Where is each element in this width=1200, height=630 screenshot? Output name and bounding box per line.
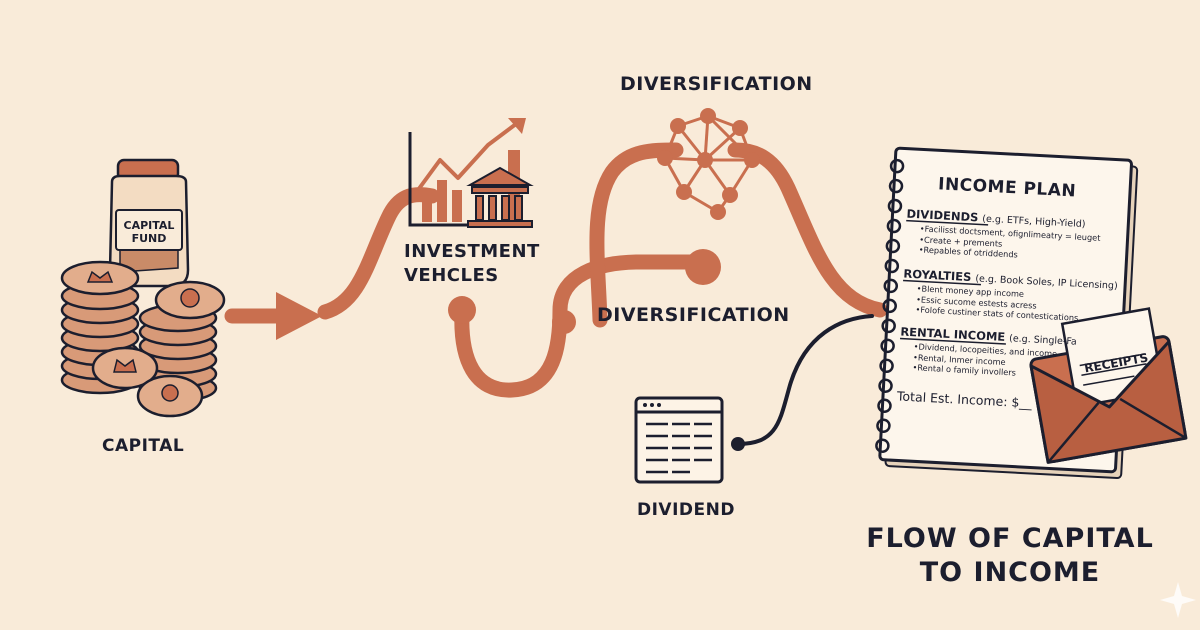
jar-label: CAPITAL FUND	[123, 219, 175, 245]
coin-stack-icon	[60, 260, 226, 418]
notebook-title: INCOME PLAN	[937, 174, 1077, 202]
section-heading: ROYALTIES	[903, 266, 972, 285]
notebook-section-royalties: ROYALTIES (e.g. Book Soles, IP Licensing…	[901, 266, 1118, 326]
capital-label: CAPITAL	[102, 436, 185, 456]
flow-path	[224, 142, 888, 398]
jar-icon	[108, 158, 190, 288]
notebook-section-dividends: DIVIDENDS (e.g. ETFs, High-Yield) Facili…	[904, 207, 1120, 266]
dividend-connector	[736, 314, 874, 446]
diversification-label-mid: DIVERSIFICATION	[597, 304, 790, 326]
path-node	[552, 310, 576, 334]
section-subheading: (e.g. Single-Fa	[1008, 333, 1078, 348]
sparkle-icon	[1160, 582, 1196, 618]
total-income-line: Total Est. Income: $__	[896, 388, 1033, 411]
bank-icon	[466, 166, 534, 228]
diagram-title: FLOW OF CAPITAL TO INCOME	[866, 523, 1154, 588]
diversification-label-top: DIVERSIFICATION	[620, 73, 813, 95]
arrow-head-icon	[276, 292, 322, 340]
income-plan-notebook: INCOME PLAN DIVIDENDS (e.g. ETFs, High-Y…	[880, 148, 1132, 472]
path-node	[448, 296, 476, 324]
network-icon	[657, 108, 760, 220]
dividend-label: DIVIDEND	[637, 500, 735, 520]
investment-vehicles-label: INVESTMENT VEHCLES	[404, 241, 540, 286]
connector-node	[731, 437, 745, 451]
path-node	[685, 249, 721, 285]
spreadsheet-icon	[634, 396, 724, 484]
section-heading: DIVIDENDS	[906, 206, 979, 225]
notebook-section-rental: RENTAL INCOME (e.g. Single-Fa Dividend, …	[898, 324, 1114, 383]
